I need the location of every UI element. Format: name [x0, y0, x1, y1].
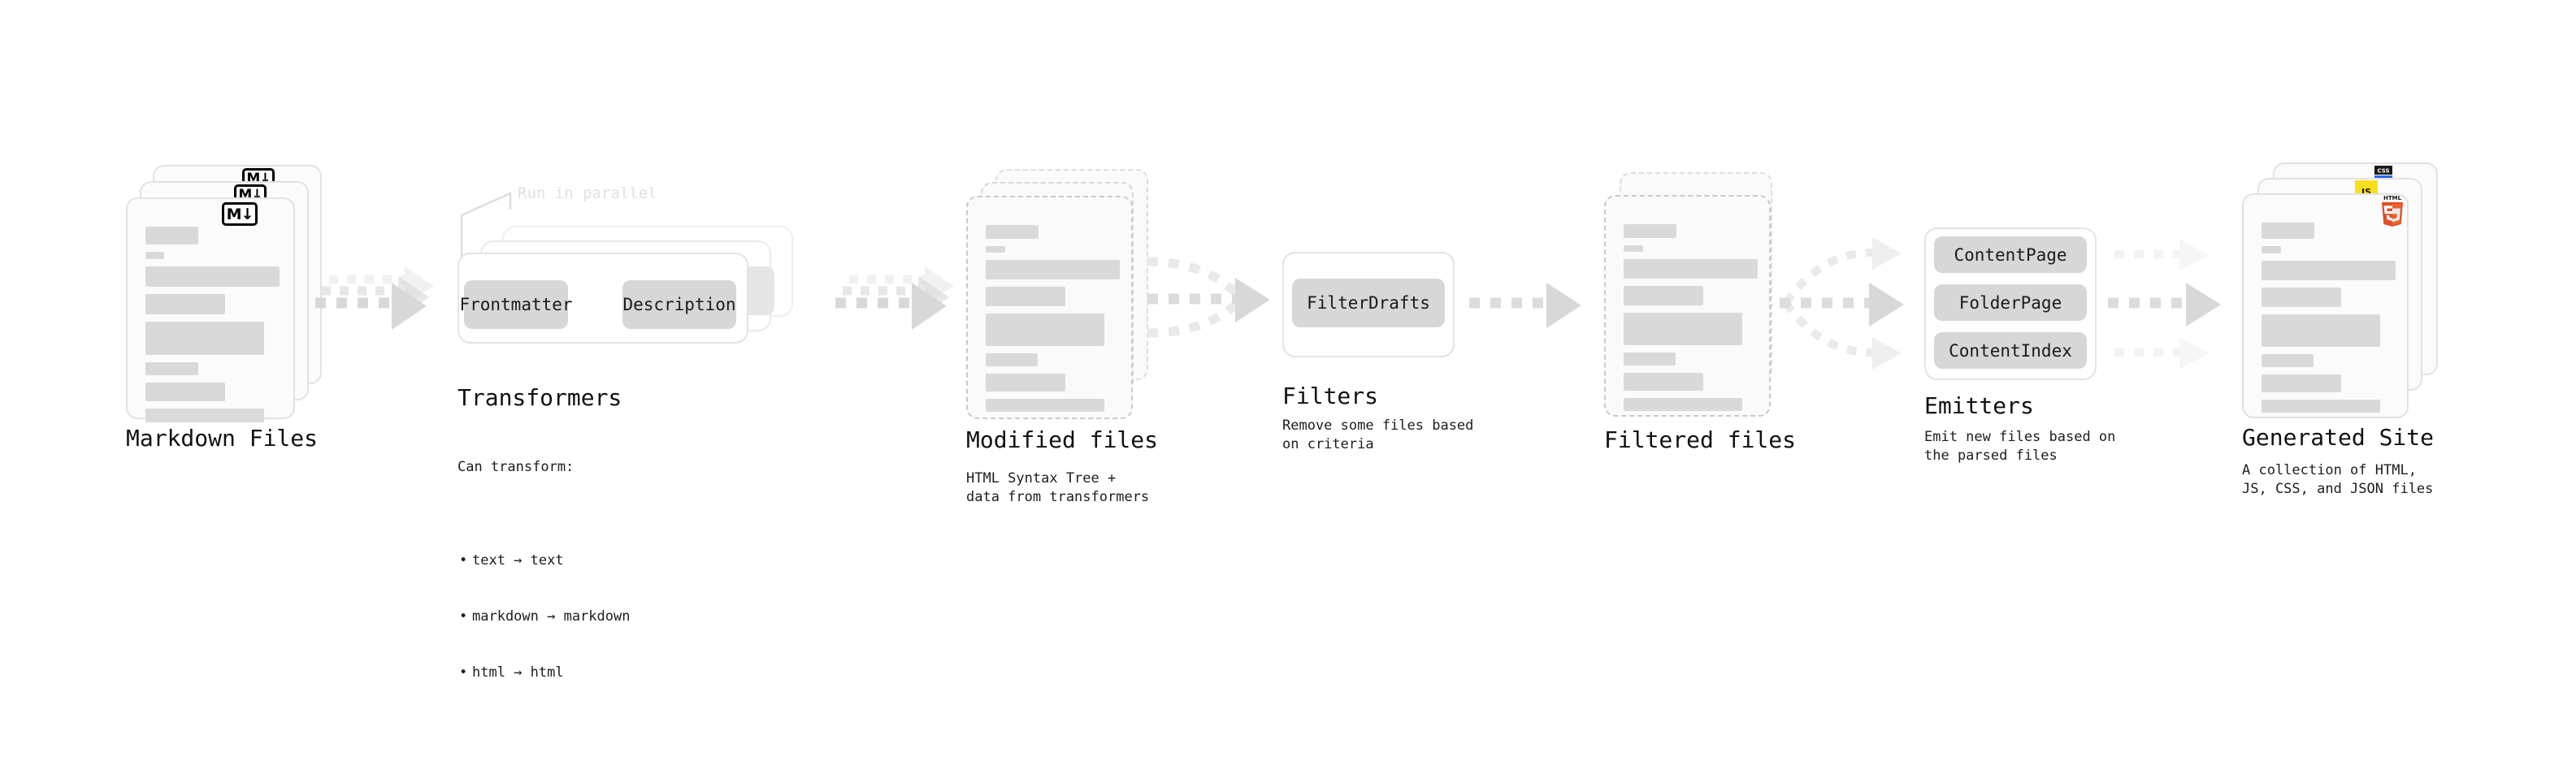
- filtered-card-content: [1624, 224, 1758, 418]
- stage-desc-filters: Remove some files based on criteria: [1282, 417, 1474, 452]
- stage-title-transformers: Transformers: [458, 384, 622, 411]
- filtered-card-front: [1604, 195, 1771, 417]
- stage-title-markdown-files: Markdown Files: [126, 425, 319, 452]
- run-in-parallel-label: Run in parallel: [518, 184, 657, 202]
- pipeline-diagram: M↓ M↓ M↓ Markdown Files: [0, 0, 2576, 681]
- transform-item-html: html → html: [459, 664, 630, 682]
- stage-desc-transformers: Can transform: text → text markdown → ma…: [458, 421, 630, 757]
- svg-text:HTML: HTML: [2383, 195, 2402, 201]
- stage-desc-generated-site: A collection of HTML, JS, CSS, and JSON …: [2242, 462, 2434, 497]
- html5-icon: HTML: [2379, 193, 2406, 227]
- svg-text:CSS: CSS: [2377, 168, 2389, 175]
- stage-title-generated-site: Generated Site: [2242, 424, 2435, 451]
- modified-card-content: [986, 225, 1120, 419]
- markdown-card-content: [145, 227, 280, 430]
- modified-card-front: [966, 196, 1133, 419]
- stage-desc-modified-files: HTML Syntax Tree + data from transformer…: [966, 470, 1150, 505]
- stage-title-filters: Filters: [1282, 383, 1379, 409]
- filters-chip-filterdrafts[interactable]: FilterDrafts: [1292, 279, 1445, 327]
- css3-icon: CSS: [2374, 166, 2392, 179]
- site-card-content: [2262, 223, 2396, 420]
- transform-item-text: text → text: [459, 552, 630, 570]
- emitters-chip-contentpage[interactable]: ContentPage: [1934, 236, 2087, 273]
- transformers-capability-list: text → text markdown → markdown html → h…: [458, 514, 631, 720]
- stage-desc-emitters: Emit new files based on the parsed files: [1924, 429, 2116, 464]
- stage-title-filtered-files: Filtered files: [1604, 426, 1797, 453]
- emitters-chip-folderpage[interactable]: FolderPage: [1934, 284, 2087, 321]
- site-card-front: [2242, 193, 2409, 418]
- stage-title-emitters: Emitters: [1924, 392, 2034, 419]
- markdown-card-front: [126, 197, 295, 422]
- emitters-chip-contentindex[interactable]: ContentIndex: [1934, 332, 2087, 369]
- transformer-chip-frontmatter[interactable]: Frontmatter: [459, 280, 573, 329]
- stage-title-modified-files: Modified files: [966, 426, 1159, 453]
- markdown-icon-front: M↓: [222, 202, 258, 226]
- transform-item-markdown: markdown → markdown: [459, 608, 631, 626]
- transformers-desc-lead: Can transform:: [458, 459, 575, 475]
- transformer-chip-description[interactable]: Description: [622, 280, 736, 329]
